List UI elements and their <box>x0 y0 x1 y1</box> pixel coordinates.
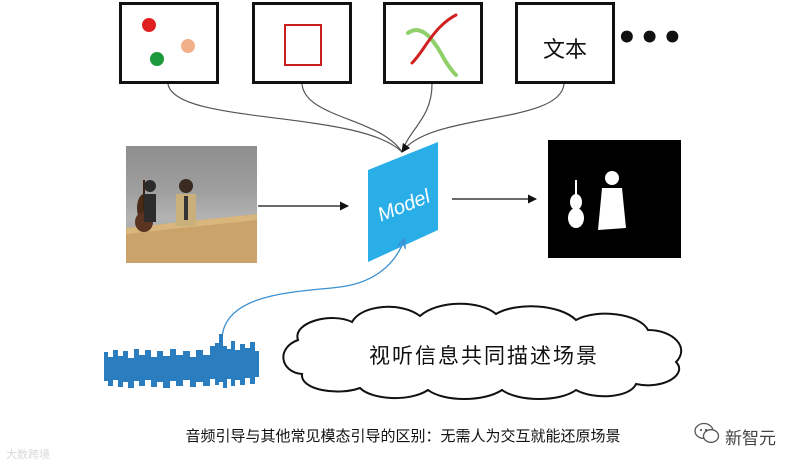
cloud-shape <box>282 302 683 400</box>
watermark-left: 大数跨境 <box>6 448 50 461</box>
scribble-prompt-icon <box>406 13 458 77</box>
prompt-box-points <box>119 2 219 84</box>
figure-caption: 音频引导与其他常见模态引导的区别：无需人为交互就能还原场景 <box>185 427 621 445</box>
arrow-audio-to-model <box>221 240 404 339</box>
prompt-connectors <box>167 83 565 153</box>
input-photo-image <box>126 146 257 263</box>
points-prompt-icon <box>142 18 195 66</box>
prompt-box-text: 文本 <box>515 2 615 84</box>
watermark-right: 新智元 <box>725 429 776 449</box>
prompt-box-scribble <box>383 2 483 84</box>
connector-points <box>167 83 403 153</box>
box-prompt-icon <box>284 24 322 66</box>
connector-text <box>401 83 565 153</box>
prompt-box-box <box>252 2 352 84</box>
cloud-text: 视听信息共同描述场景 <box>369 344 599 368</box>
text-prompt-label: 文本 <box>542 38 587 63</box>
waveform-graphic <box>104 334 259 388</box>
output-mask-image <box>548 140 681 258</box>
more-indicator: ••• <box>616 18 685 58</box>
connector-scribble <box>401 83 433 153</box>
watermark-logo-icon <box>694 422 720 443</box>
model-block: Model <box>368 142 438 262</box>
connector-box <box>301 83 403 153</box>
model-shape <box>368 142 438 262</box>
